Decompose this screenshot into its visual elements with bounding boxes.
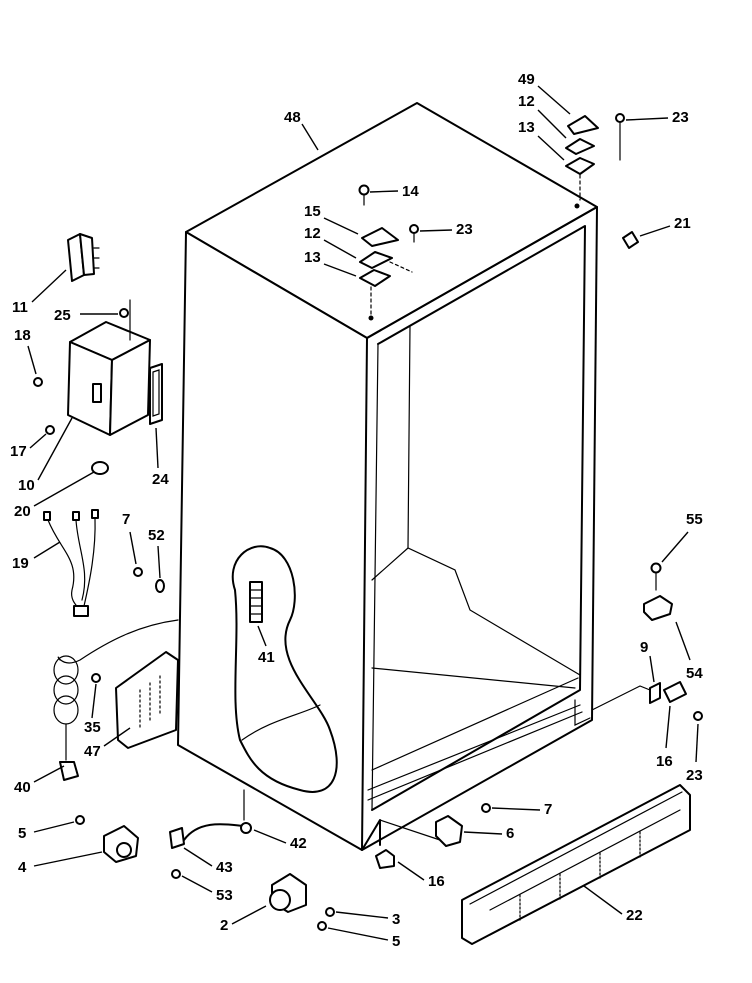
callout-3: 3: [392, 911, 400, 928]
screw-3: [325, 907, 335, 917]
callout-11: 11: [12, 299, 28, 316]
bracket-6: [435, 815, 463, 847]
callout-5: 5: [18, 825, 26, 842]
callout-41: 41: [258, 649, 275, 666]
callout-7: 7: [122, 511, 130, 528]
roller-2: [269, 873, 307, 913]
callout-42: 42: [290, 835, 307, 852]
bracket-24: [149, 363, 163, 425]
screw-23: [615, 113, 625, 123]
callout-53: 53: [216, 887, 233, 904]
callout-55: 55: [686, 511, 703, 528]
hinge-13: [565, 157, 595, 175]
screw-23: [409, 224, 419, 234]
toe-grille-22: [461, 784, 691, 945]
callout-22: 22: [626, 907, 643, 924]
screw-53: [171, 869, 181, 879]
callout-16: 16: [656, 753, 673, 770]
grommet-20: [91, 461, 109, 475]
callout-17: 17: [10, 443, 27, 460]
hinge-cover-15: [361, 227, 399, 247]
callout-52: 52: [148, 527, 165, 544]
callout-10: 10: [18, 477, 35, 494]
top-hinge-left-assembly: [358, 184, 419, 316]
screw-14: [358, 184, 370, 196]
screw-5: [317, 921, 327, 931]
tube-42: [183, 789, 252, 841]
callout-16: 16: [428, 873, 445, 890]
screw-5: [75, 815, 85, 825]
relay-11: [67, 233, 100, 282]
callout-4: 4: [18, 859, 27, 876]
callout-21: 21: [674, 215, 691, 232]
screw-17: [45, 425, 55, 435]
callout-23: 23: [686, 767, 703, 784]
callout-49: 49: [518, 71, 535, 88]
clip-16: [375, 849, 395, 869]
callout-40: 40: [14, 779, 31, 796]
callout-23: 23: [456, 221, 473, 238]
callout-24: 24: [152, 471, 169, 488]
clip-52: [155, 579, 165, 593]
caster-4: [103, 825, 139, 863]
part-9: [649, 682, 661, 704]
callout-19: 19: [12, 555, 29, 572]
screw-35: [91, 673, 101, 683]
screw-55: [650, 562, 662, 574]
callout-20: 20: [14, 503, 31, 520]
callout-13: 13: [304, 249, 321, 266]
callout-47: 47: [84, 743, 101, 760]
screw-7: [133, 567, 143, 577]
hinge-12: [565, 138, 595, 155]
electrical-box-47: [115, 651, 179, 749]
callout-43: 43: [216, 859, 233, 876]
control-box-10: [67, 299, 151, 436]
callout-5: 5: [392, 933, 400, 950]
screw-7: [481, 803, 491, 813]
callout-14: 14: [402, 183, 419, 200]
top-hinge-right-assembly: [565, 113, 625, 201]
refrigerator-cabinet: [177, 102, 598, 851]
part-21: [622, 231, 639, 249]
hinge-16: [663, 681, 687, 703]
callout-12: 12: [518, 93, 535, 110]
spring-41: [249, 581, 263, 623]
bracket-54: [643, 595, 673, 621]
hinge-13: [359, 269, 391, 287]
callout-6: 6: [506, 825, 514, 842]
callout-15: 15: [304, 203, 321, 220]
power-cord-40: [53, 619, 179, 781]
screw-23: [693, 711, 703, 721]
screw-25: [119, 308, 129, 318]
callout-48: 48: [284, 109, 301, 126]
callout-23: 23: [672, 109, 689, 126]
callout-9: 9: [640, 639, 648, 656]
callout-18: 18: [14, 327, 31, 344]
callout-12: 12: [304, 225, 321, 242]
hinge-cover-49: [567, 115, 599, 135]
callout-35: 35: [84, 719, 101, 736]
callout-25: 25: [54, 307, 71, 324]
hinge-12: [359, 251, 393, 269]
screw-18: [33, 377, 43, 387]
callout-13: 13: [518, 119, 535, 136]
clamp-43: [169, 827, 185, 849]
callout-7: 7: [544, 801, 552, 818]
wire-harness-19: [43, 509, 99, 617]
callout-54: 54: [686, 665, 703, 682]
callout-2: 2: [220, 917, 228, 934]
callout-labels: 48 49 12 13 23 14 15 12 13 23 21 11: [10, 71, 703, 950]
